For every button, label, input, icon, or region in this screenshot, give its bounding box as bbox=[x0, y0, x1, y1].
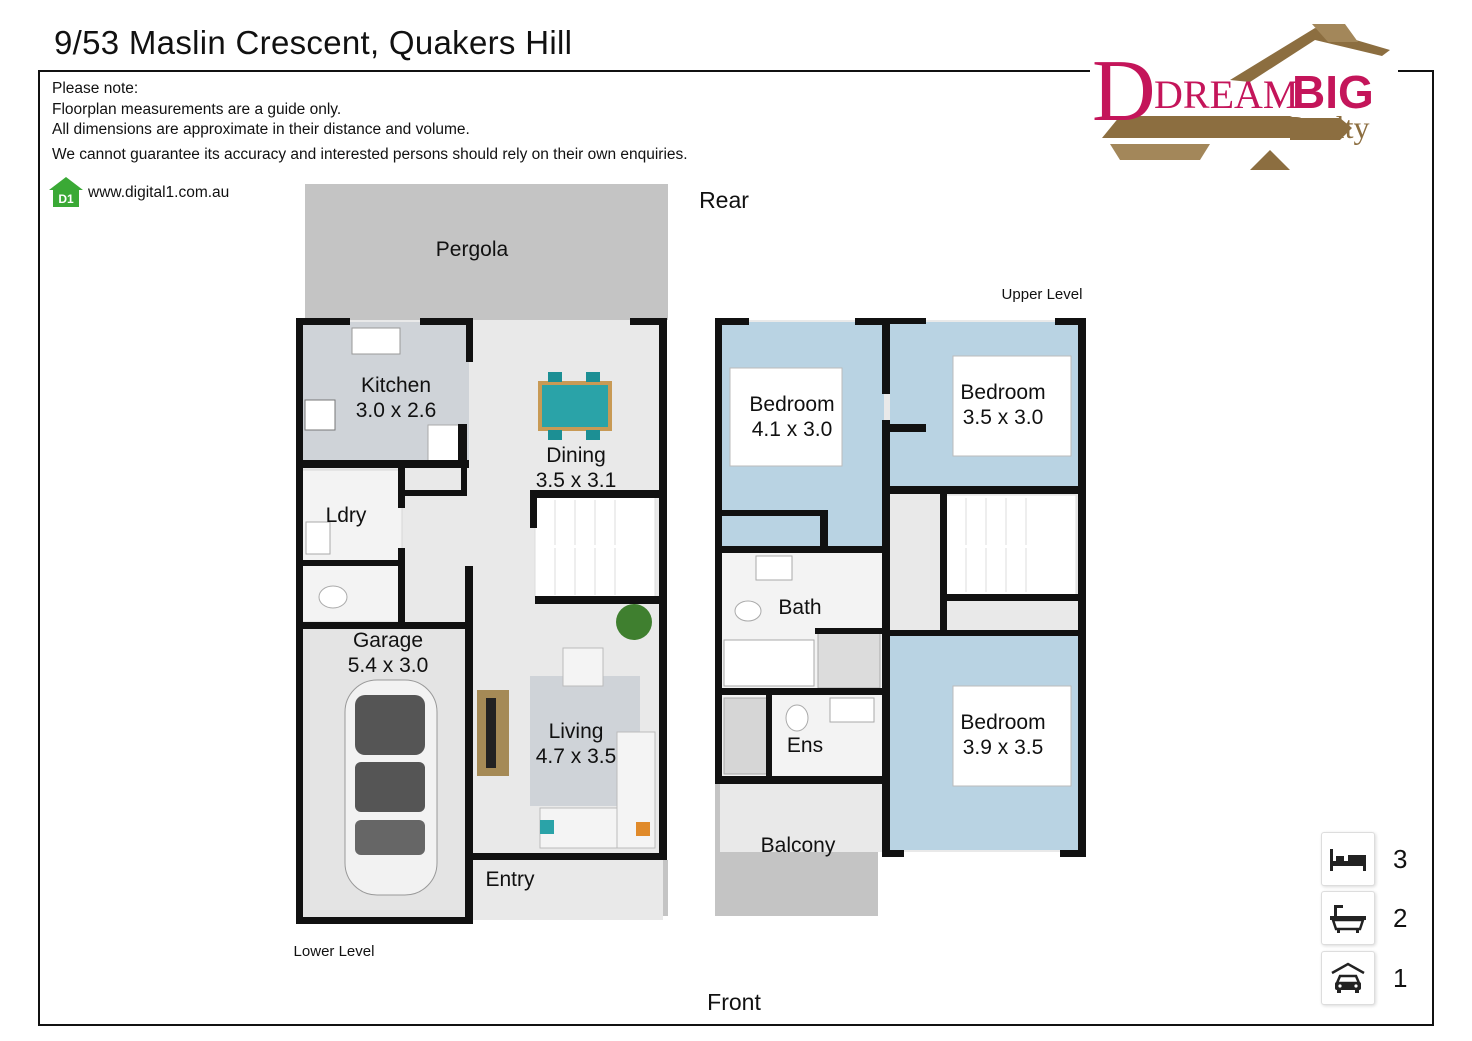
upper-level-label: Upper Level bbox=[1002, 286, 1083, 303]
notes-heading: Please note: bbox=[52, 80, 139, 97]
bathtub-icon bbox=[1321, 891, 1375, 945]
logo-big: BIG bbox=[1292, 66, 1374, 118]
kitchen-label: Kitchen bbox=[361, 374, 431, 397]
laundry-tub bbox=[305, 521, 331, 555]
notes-line: All dimensions are approximate in their … bbox=[52, 121, 470, 138]
bed-1 bbox=[729, 367, 843, 467]
dining-table bbox=[538, 372, 612, 440]
bedroom2-label: Bedroom bbox=[960, 381, 1045, 404]
page-title: 9/53 Maslin Crescent, Quakers Hill bbox=[54, 24, 573, 61]
amenity-parking: 1 bbox=[1321, 951, 1407, 1005]
dining-dims: 3.5 x 3.1 bbox=[536, 469, 617, 492]
entry-label: Entry bbox=[485, 868, 535, 891]
pergola-area bbox=[305, 184, 668, 320]
front-label: Front bbox=[707, 989, 761, 1015]
logo-letter-d: D bbox=[1092, 43, 1156, 140]
ensuite-fixtures bbox=[723, 697, 875, 775]
living-label: Living bbox=[549, 720, 604, 743]
bed-3 bbox=[952, 685, 1072, 787]
garage-car bbox=[344, 679, 438, 896]
pergola-label: Pergola bbox=[436, 238, 509, 261]
credit-badge-text: D1 bbox=[58, 192, 74, 206]
upper-stairs bbox=[945, 494, 1077, 596]
credit-link[interactable]: D1 www.digital1.com.au bbox=[48, 176, 229, 209]
kitchen-cooktop bbox=[304, 399, 336, 431]
dreambig-logo: D DREAM BIG Realty bbox=[1092, 24, 1390, 170]
lower-level-label: Lower Level bbox=[294, 943, 375, 960]
lower-walls bbox=[296, 318, 667, 924]
bedroom-count: 3 bbox=[1393, 843, 1408, 874]
bedroom3-dims: 3.9 x 3.5 bbox=[963, 736, 1044, 759]
parking-count: 1 bbox=[1393, 962, 1408, 993]
kitchen-sink bbox=[351, 327, 401, 355]
ensuite-label: Ens bbox=[787, 734, 823, 757]
bed-icon bbox=[1321, 832, 1375, 886]
laundry-label: Ldry bbox=[326, 504, 367, 527]
living-dims: 4.7 x 3.5 bbox=[536, 745, 617, 768]
notes-line: We cannot guarantee its accuracy and int… bbox=[52, 145, 688, 163]
plan-frame bbox=[38, 70, 1434, 1026]
amenity-bedrooms: 3 bbox=[1321, 832, 1407, 886]
kitchen-dims: 3.0 x 2.6 bbox=[356, 399, 437, 422]
amenity-bathrooms: 2 bbox=[1321, 891, 1407, 945]
pot-plant bbox=[616, 604, 652, 640]
rear-label: Rear bbox=[699, 187, 749, 213]
logo-realty: Realty bbox=[1286, 109, 1370, 145]
logo-dream: DREAM bbox=[1154, 72, 1298, 117]
lower-stairs bbox=[534, 496, 656, 598]
tv-unit bbox=[477, 690, 509, 776]
upper-walls bbox=[715, 318, 1086, 857]
lounge-sofa bbox=[539, 647, 656, 849]
bed-2 bbox=[952, 355, 1072, 457]
car-icon bbox=[1321, 951, 1375, 1005]
bedroom1-dims: 4.1 x 3.0 bbox=[752, 418, 833, 441]
toilet-lower bbox=[318, 585, 348, 609]
bedroom3-label: Bedroom bbox=[960, 711, 1045, 734]
bedroom1-label: Bedroom bbox=[749, 393, 834, 416]
bath-fixtures bbox=[723, 555, 881, 689]
garage-dims: 5.4 x 3.0 bbox=[348, 654, 429, 677]
bathroom-count: 2 bbox=[1393, 902, 1408, 933]
notes-line: Floorplan measurements are a guide only. bbox=[52, 100, 342, 118]
logo-gap bbox=[1090, 64, 1398, 78]
dining-label: Dining bbox=[546, 444, 606, 467]
garage-label: Garage bbox=[353, 629, 423, 652]
disclaimer-notes: Please note: Floorplan measurements are … bbox=[52, 79, 688, 165]
house-icon: D1 bbox=[48, 176, 84, 209]
fridge bbox=[427, 424, 463, 462]
balcony-label: Balcony bbox=[761, 834, 836, 857]
credit-url[interactable]: www.digital1.com.au bbox=[88, 183, 230, 201]
bath-label: Bath bbox=[778, 596, 821, 619]
bedroom2-dims: 3.5 x 3.0 bbox=[963, 406, 1044, 429]
